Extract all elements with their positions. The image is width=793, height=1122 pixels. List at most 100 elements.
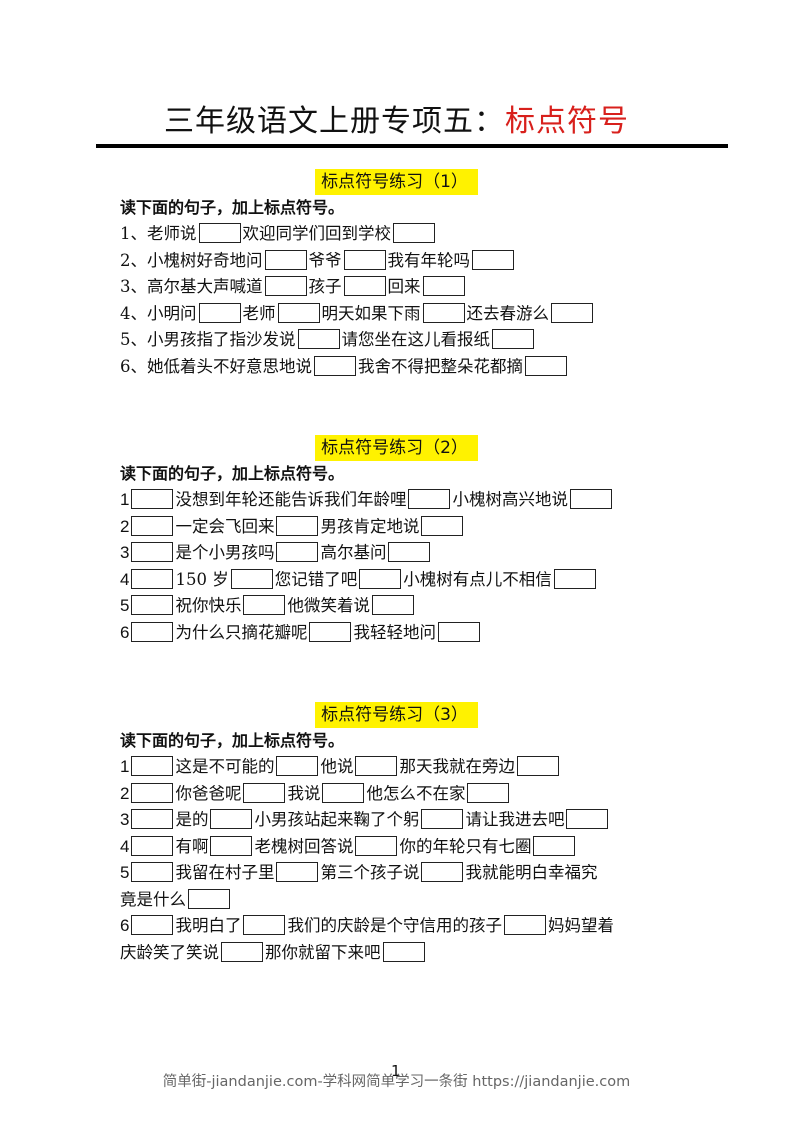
- sentence-text: 5、小男孩指了指沙发说: [120, 330, 296, 349]
- sentence-text: 我们的庆龄是个守信用的孩子: [287, 916, 502, 935]
- answer-box[interactable]: [569, 489, 612, 509]
- sentence-text: 祝你快乐: [175, 596, 242, 615]
- answer-box[interactable]: [421, 809, 464, 829]
- answer-box[interactable]: [492, 329, 534, 349]
- sentence-text: 4: [120, 569, 130, 589]
- answer-box[interactable]: [408, 489, 451, 509]
- answer-box[interactable]: [382, 941, 425, 962]
- answer-box[interactable]: [264, 276, 307, 296]
- answer-box[interactable]: [210, 835, 253, 856]
- answer-box[interactable]: [371, 595, 414, 615]
- sentence-text: 是个小男孩吗: [175, 543, 275, 562]
- answer-box[interactable]: [230, 568, 273, 589]
- answer-box[interactable]: [343, 276, 386, 296]
- answer-box[interactable]: [314, 355, 356, 376]
- sentence-text: 明天如果下雨: [321, 303, 421, 323]
- answer-box[interactable]: [243, 595, 286, 615]
- answer-box[interactable]: [198, 223, 241, 243]
- answer-box[interactable]: [437, 621, 480, 642]
- answer-box[interactable]: [188, 888, 230, 909]
- section-title: 标点符号练习（3）: [0, 702, 793, 728]
- answer-box[interactable]: [131, 915, 174, 935]
- answer-box[interactable]: [276, 756, 319, 776]
- sentence-text: 他说: [320, 757, 354, 776]
- sentence-line: 5、小男孩指了指沙发说请您坐在这儿看报纸: [120, 327, 710, 354]
- answer-box[interactable]: [551, 302, 593, 323]
- sentence-text: 6: [120, 622, 130, 642]
- answer-box[interactable]: [309, 621, 352, 642]
- sentence-text: 我有年轮吗: [387, 250, 471, 270]
- answer-box[interactable]: [221, 941, 263, 962]
- answer-box[interactable]: [131, 621, 174, 642]
- sentence-text: 5: [120, 596, 130, 615]
- answer-box[interactable]: [210, 809, 253, 829]
- answer-box[interactable]: [131, 595, 174, 615]
- answer-box[interactable]: [243, 782, 286, 803]
- answer-box[interactable]: [472, 249, 514, 270]
- answer-box[interactable]: [131, 756, 174, 776]
- answer-box[interactable]: [131, 809, 174, 829]
- answer-box[interactable]: [525, 355, 567, 376]
- instruction: 读下面的句子，加上标点符号。: [120, 731, 345, 750]
- answer-box[interactable]: [355, 756, 398, 776]
- answer-box[interactable]: [322, 782, 365, 803]
- title-accent: 标点符号: [505, 104, 629, 139]
- answer-box[interactable]: [503, 915, 546, 935]
- answer-box[interactable]: [131, 542, 174, 562]
- sentence-text: 3: [120, 810, 130, 829]
- answer-box[interactable]: [276, 862, 319, 882]
- answer-box[interactable]: [359, 568, 402, 589]
- sentence-text: 6: [120, 916, 130, 935]
- answer-box[interactable]: [355, 835, 398, 856]
- sentence-text: 1、老师说: [120, 224, 197, 243]
- sentence-line: 1、老师说欢迎同学们回到学校: [120, 221, 710, 248]
- sentence-text: 那你就留下来吧: [265, 942, 381, 962]
- sentence-text: 你爸爸呢: [175, 783, 242, 803]
- answer-box[interactable]: [467, 782, 510, 803]
- answer-box[interactable]: [276, 542, 319, 562]
- answer-box[interactable]: [422, 302, 465, 323]
- answer-box[interactable]: [131, 568, 174, 589]
- answer-box[interactable]: [131, 782, 174, 803]
- answer-box[interactable]: [276, 515, 319, 536]
- sentence-text: 4、小明问: [120, 303, 197, 323]
- answer-box[interactable]: [131, 515, 174, 536]
- answer-box[interactable]: [421, 862, 464, 882]
- answer-box[interactable]: [264, 249, 307, 270]
- sentence-text: 老师: [242, 303, 276, 323]
- answer-box[interactable]: [566, 809, 609, 829]
- sentence-text: 我明白了: [175, 916, 242, 935]
- answer-box[interactable]: [277, 302, 320, 323]
- sentence-text: 2: [120, 783, 130, 803]
- answer-box[interactable]: [131, 489, 174, 509]
- answer-box[interactable]: [343, 249, 386, 270]
- sentence-text: 6、她低着头不好意思地说: [120, 356, 312, 376]
- answer-box[interactable]: [393, 223, 435, 243]
- sentence-line: 2、小槐树好奇地问爷爷我有年轮吗: [120, 248, 710, 275]
- answer-box[interactable]: [388, 542, 431, 562]
- sentence-text: 我轻轻地问: [353, 622, 436, 642]
- answer-box[interactable]: [422, 276, 465, 296]
- answer-box[interactable]: [131, 835, 174, 856]
- sentence-text: 高尔基问: [320, 543, 387, 562]
- sentence-text: 150 岁: [175, 569, 229, 589]
- page-number: 1: [391, 1062, 401, 1080]
- sentence-text: 我舍不得把整朵花都摘: [358, 356, 523, 376]
- answer-box[interactable]: [198, 302, 241, 323]
- footer-watermark: 简单街-jiandanjie.com-学科网简单学习一条街 https://ji…: [162, 1074, 631, 1090]
- answer-box[interactable]: [131, 862, 174, 882]
- answer-box[interactable]: [516, 756, 559, 776]
- answer-box[interactable]: [533, 835, 576, 856]
- answer-box[interactable]: [243, 915, 286, 935]
- answer-box[interactable]: [421, 515, 464, 536]
- answer-box[interactable]: [297, 329, 340, 349]
- answer-box[interactable]: [553, 568, 596, 589]
- sentence-line: 3、高尔基大声喊道孩子回来: [120, 274, 710, 301]
- sentence-text: 还去春游么: [466, 303, 550, 323]
- sentence-text: 小男孩站起来鞠了个躬: [254, 810, 420, 829]
- sentence-text: 你的年轮只有七圈: [399, 836, 532, 856]
